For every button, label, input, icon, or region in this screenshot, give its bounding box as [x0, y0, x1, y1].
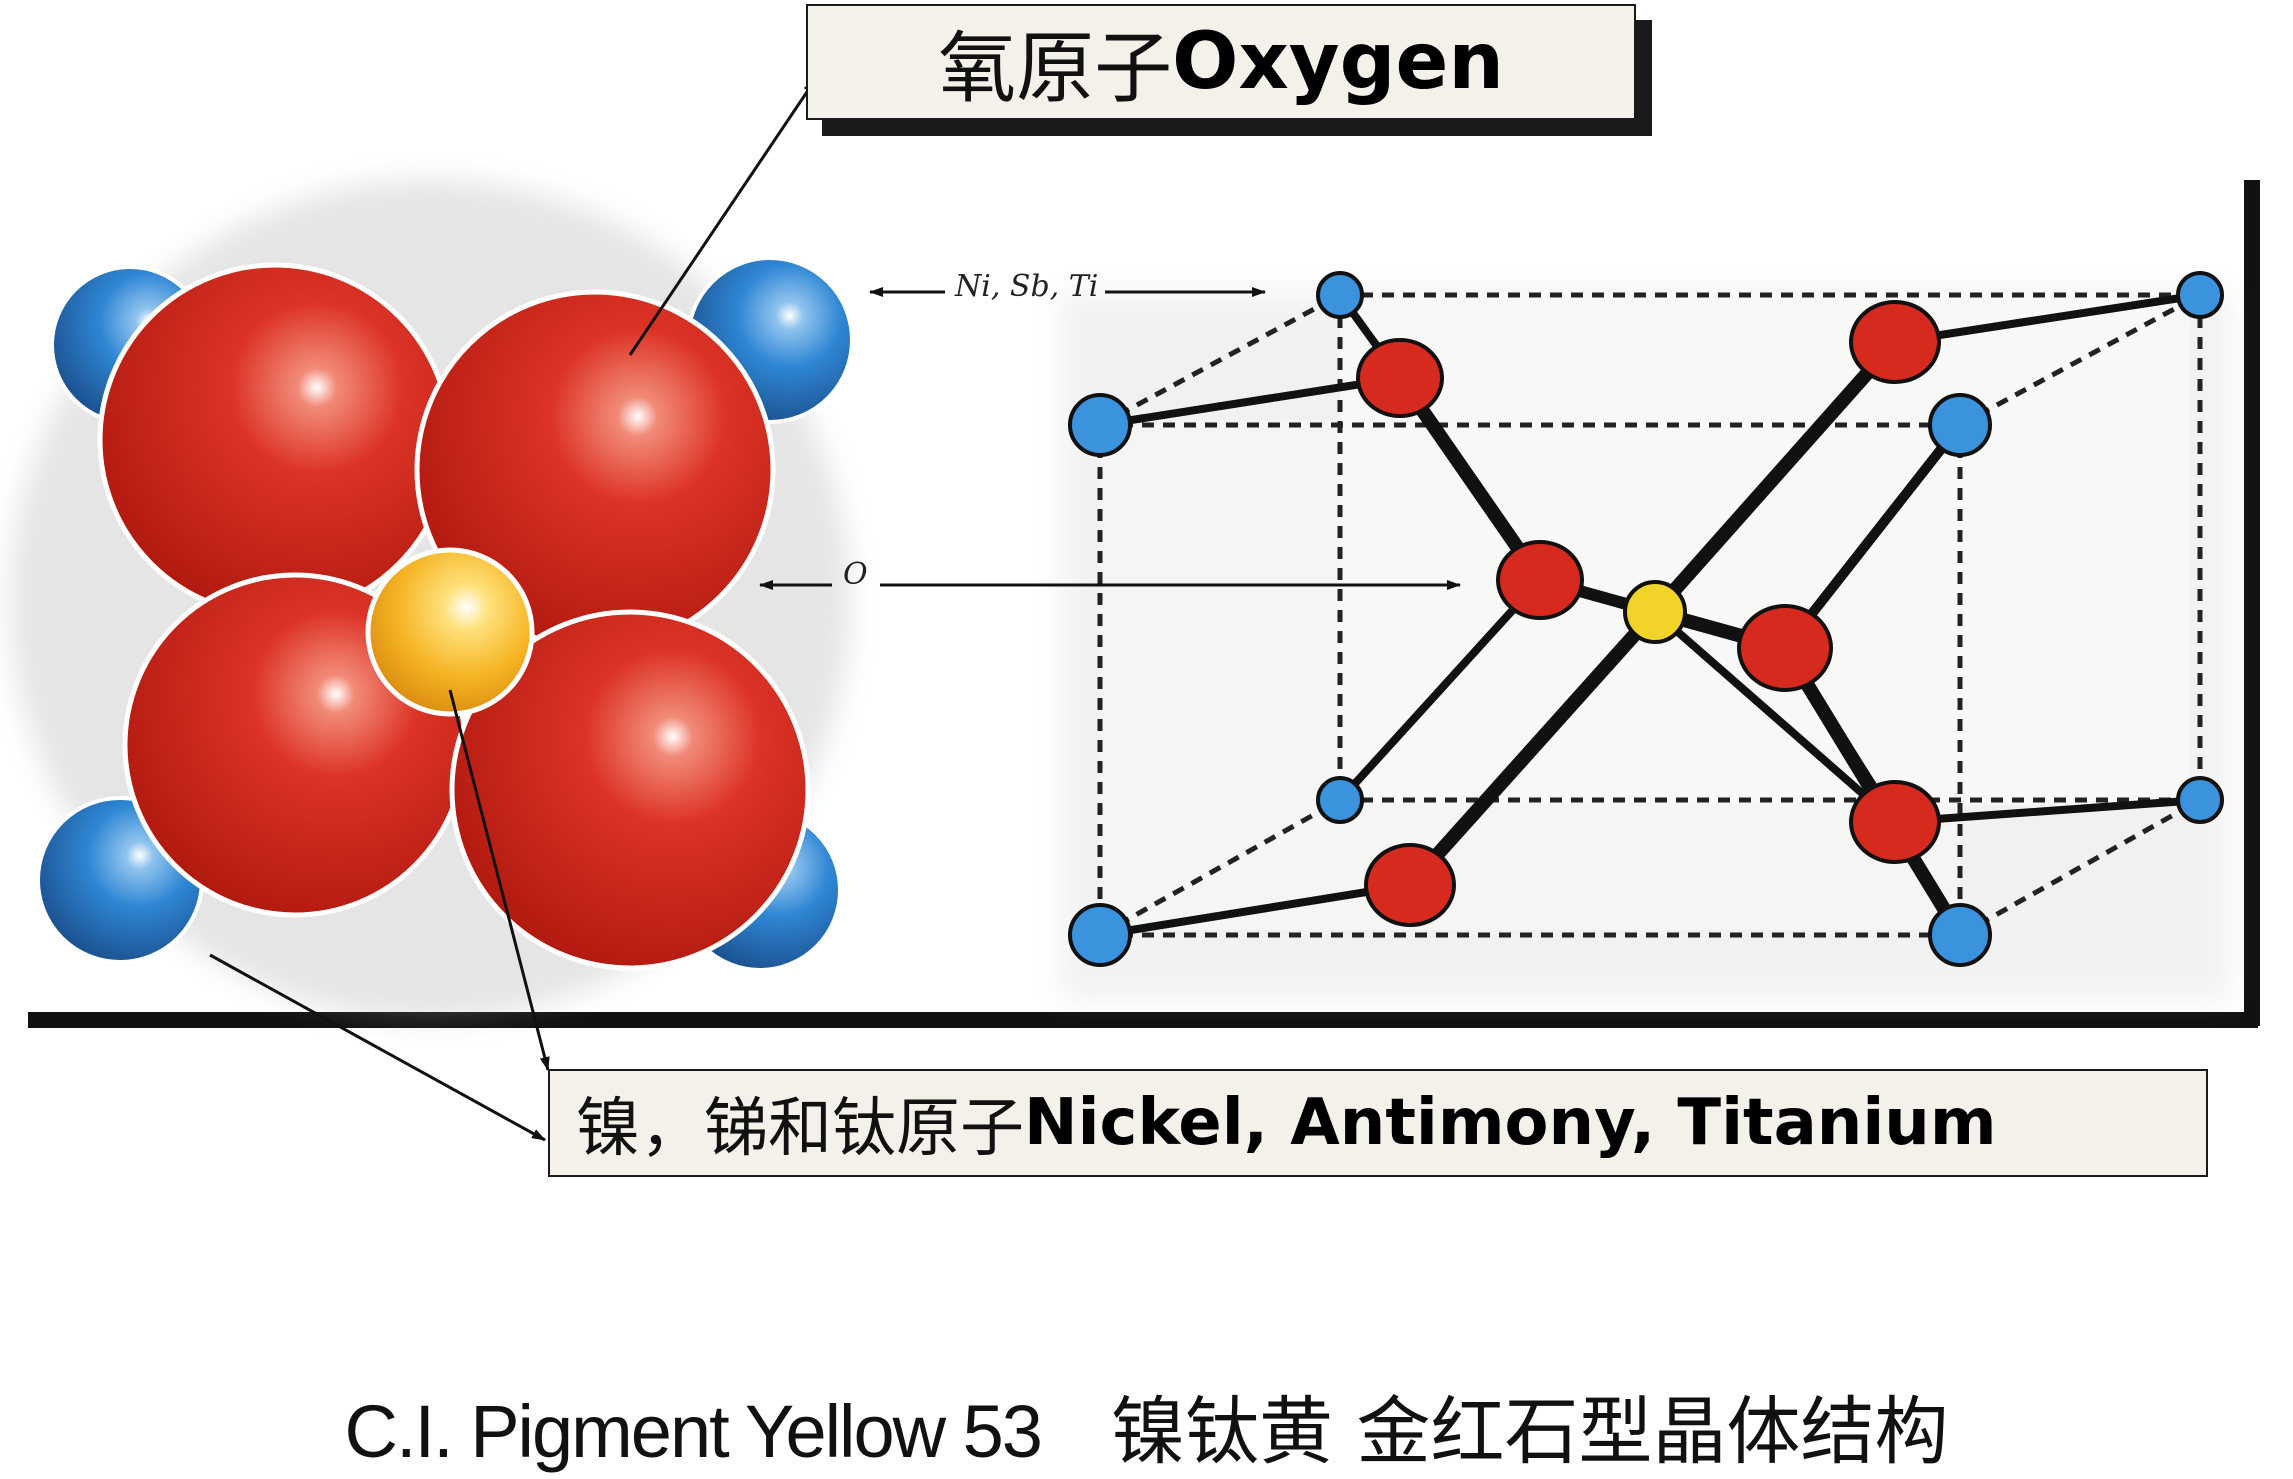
oxygen-label-cn: 氧原子 — [938, 24, 1173, 114]
ni-sb-ti-label: Ni, Sb, Ti — [954, 269, 1098, 304]
oxygen-atom-top-left — [97, 262, 453, 618]
cell-metal-atom — [2176, 776, 2224, 824]
cell-center-atom — [1623, 580, 1687, 644]
caption-cn: 镍钛黄 金红石型晶体结构 — [1110, 1389, 1949, 1475]
caption-en: C.I. Pigment Yellow 53 — [344, 1390, 1043, 1473]
cell-metal-atom — [1928, 393, 1992, 457]
cell-metal-atom — [2176, 271, 2224, 319]
cell-metal-atom — [1928, 903, 1992, 967]
cell-metal-atom — [1068, 903, 1132, 967]
cell-oxygen-atom — [1356, 338, 1444, 418]
cell-metal-atom — [1316, 776, 1364, 824]
oxygen-leader-arrow — [628, 79, 817, 356]
figure-caption: C.I. Pigment Yellow 53 镍钛黄 金红石型晶体结构 — [0, 1372, 2293, 1479]
cell-oxygen-atom — [1364, 843, 1456, 927]
metal-leader-arrow — [209, 953, 546, 1142]
cell-oxygen-atom — [1849, 300, 1941, 384]
space-filling-model — [10, 180, 854, 1020]
oxygen-atom-bottom-right — [449, 609, 811, 971]
cell-metal-atom — [1068, 393, 1132, 457]
metals-label-cn: 镍，锑和钛原子 — [576, 1092, 1024, 1166]
center-leader-arrow — [448, 689, 550, 1071]
cell-oxygen-atom — [1496, 540, 1584, 620]
cell-oxygen-atom — [1849, 780, 1941, 864]
unit-cell-model — [1060, 271, 2230, 1000]
cell-metal-atom — [1316, 271, 1364, 319]
oxygen-label-en: Oxygen — [1172, 17, 1504, 107]
o-label: O — [843, 557, 868, 592]
center-atom — [365, 547, 535, 717]
metals-label-en: Nickel, Antimony, Titanium — [1024, 1086, 1997, 1160]
cell-oxygen-atom — [1737, 604, 1833, 692]
